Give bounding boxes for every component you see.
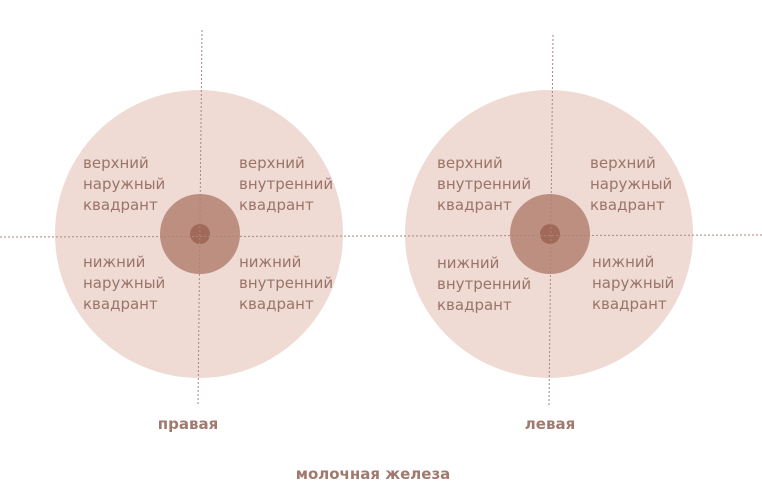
left-breast-caption: левая	[525, 415, 575, 433]
quadrant-label-lower-inner: нижний внутренний квадрант	[437, 254, 536, 314]
quadrant-label-upper-outer: верхний наружный квадрант	[590, 154, 677, 214]
quadrant-label-lower-outer: нижний наружный квадрант	[592, 253, 679, 313]
quadrant-label-lower-outer: нижний наружный квадрант	[83, 253, 170, 313]
right-breast-vertical-axis	[197, 29, 203, 406]
quadrant-label-upper-inner: верхний внутренний квадрант	[239, 154, 338, 214]
right-breast-caption: правая	[158, 415, 218, 433]
left-breast-vertical-axis	[548, 34, 554, 406]
left-nipple	[540, 224, 560, 244]
horizontal-axis	[0, 234, 762, 238]
diagram-title: молочная железа	[296, 465, 451, 483]
quadrant-label-lower-inner: нижний внутренний квадрант	[239, 253, 338, 313]
quadrant-label-upper-outer: верхний наружный квадрант	[83, 154, 170, 214]
quadrant-label-upper-inner: верхний внутренний квадрант	[437, 154, 536, 214]
